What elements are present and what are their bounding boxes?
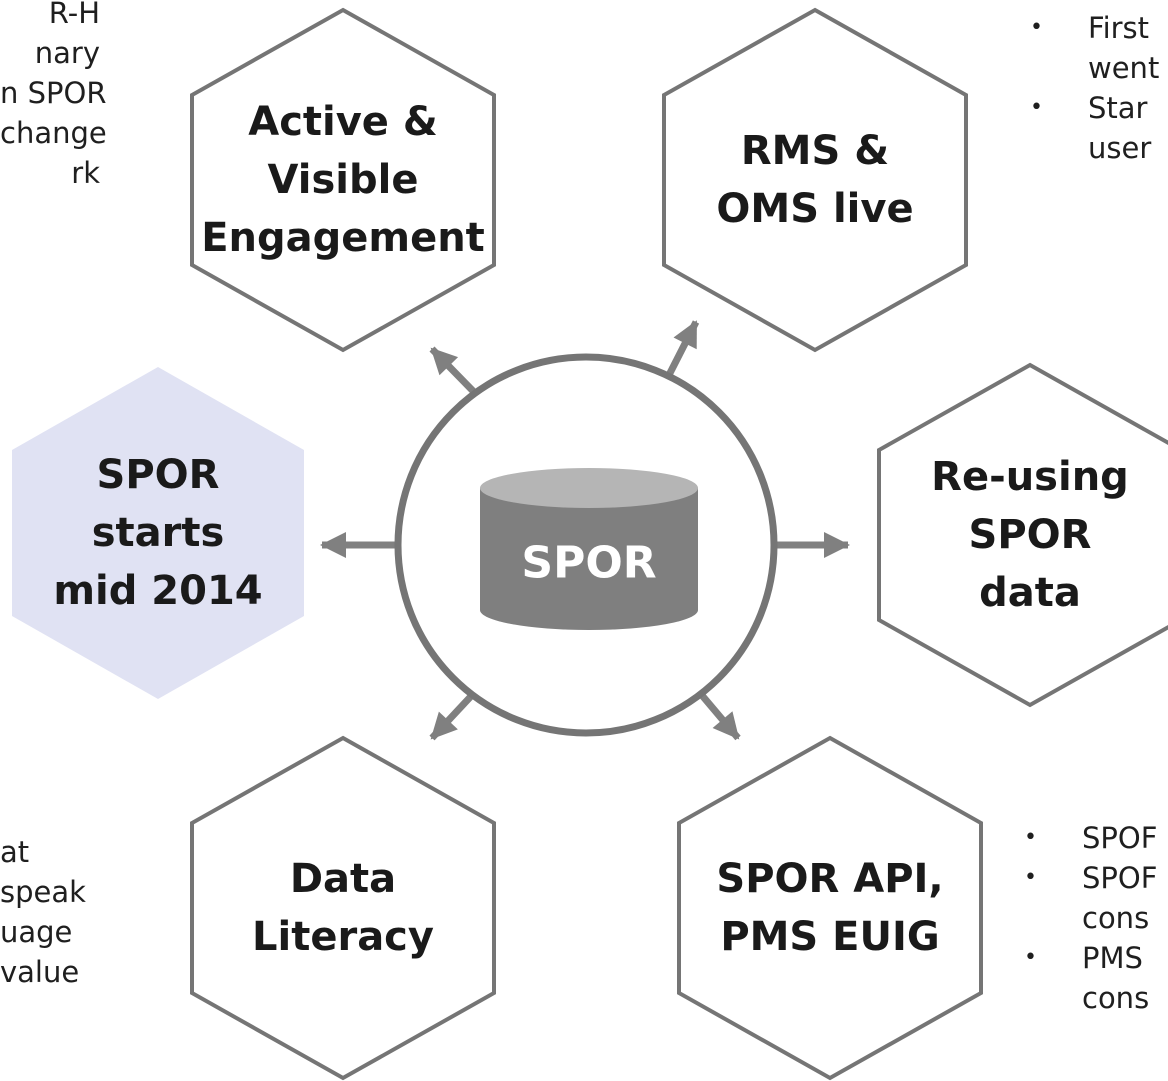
bullet-item-line: cons xyxy=(1082,981,1150,1015)
bullet-item: PMS cons xyxy=(1024,938,1157,1018)
hex-reusing-spor-data xyxy=(877,362,1168,708)
bottom-left-text-line: at xyxy=(0,835,30,869)
bullet-item: Star user xyxy=(1030,88,1159,168)
bottom-left-text: at speak uage value xyxy=(0,832,86,992)
bullet-item-line: First xyxy=(1088,11,1150,45)
hex-label-line: Visible xyxy=(268,157,419,203)
bullet-item-line: cons xyxy=(1082,901,1150,935)
hex-rms-oms-live xyxy=(662,7,968,353)
hex-label-line: Active & xyxy=(248,99,438,145)
arrow-head xyxy=(320,532,346,558)
top-left-text-line: rk xyxy=(71,156,100,190)
center-label: SPOR xyxy=(521,538,656,589)
bullet-item: First went xyxy=(1030,8,1159,88)
bottom-right-bullet-list: SPOF SPOF cons PMS cons xyxy=(1024,818,1157,1018)
bottom-left-text-line: value xyxy=(0,955,80,989)
hex-label-line: SPOR API, xyxy=(716,856,943,902)
arrow-head xyxy=(824,532,850,558)
hex-label-line: OMS live xyxy=(716,186,913,232)
hex-data-literacy xyxy=(190,735,496,1081)
hex-label-line: Data xyxy=(290,856,396,902)
top-left-text-line: R-H xyxy=(48,0,100,30)
arrow-head xyxy=(712,711,740,740)
hex-label-line: PMS EUIG xyxy=(720,914,939,960)
arrow-head xyxy=(430,347,459,376)
database-cylinder-top xyxy=(480,468,698,508)
bottom-left-text-line: uage xyxy=(0,915,73,949)
arrow-head xyxy=(430,711,458,740)
bottom-left-text-line: speak xyxy=(0,875,86,909)
bullet-item-line: PMS xyxy=(1082,941,1143,975)
hex-label-line: SPOR xyxy=(97,452,220,498)
bullet-item-line: user xyxy=(1088,131,1152,165)
hex-active-visible-engagement xyxy=(190,7,496,353)
hex-label-line: Re-using xyxy=(931,454,1129,500)
bullet-item: SPOF xyxy=(1024,818,1157,858)
bullet-item: SPOF cons xyxy=(1024,858,1157,938)
hex-label-line: Engagement xyxy=(201,215,485,261)
hex-spor-starts xyxy=(12,367,304,699)
hex-label-line: RMS & xyxy=(741,128,889,174)
bullet-item-line: SPOF xyxy=(1082,861,1158,895)
hex-label-line: data xyxy=(979,570,1081,616)
hex-label-line: starts xyxy=(92,510,225,556)
bullet-item-line: SPOF xyxy=(1082,821,1158,855)
hex-label-line: mid 2014 xyxy=(53,568,262,614)
top-left-text-line: change xyxy=(0,116,107,150)
arrow-head xyxy=(673,320,697,350)
top-left-text: R-H nary n SPOR change rk xyxy=(0,0,107,193)
top-right-bullet-list: First went Star user xyxy=(1030,8,1159,168)
hex-label-line: Literacy xyxy=(252,914,434,960)
bullet-item-line: went xyxy=(1088,51,1160,85)
database-cylinder-icon xyxy=(480,488,698,630)
top-left-text-line: nary xyxy=(34,36,100,70)
bullet-item-line: Star xyxy=(1088,91,1148,125)
hex-label-line: SPOR xyxy=(969,512,1092,558)
hex-spor-api-pms-euig xyxy=(677,735,983,1081)
top-left-text-line: n SPOR xyxy=(0,76,107,110)
